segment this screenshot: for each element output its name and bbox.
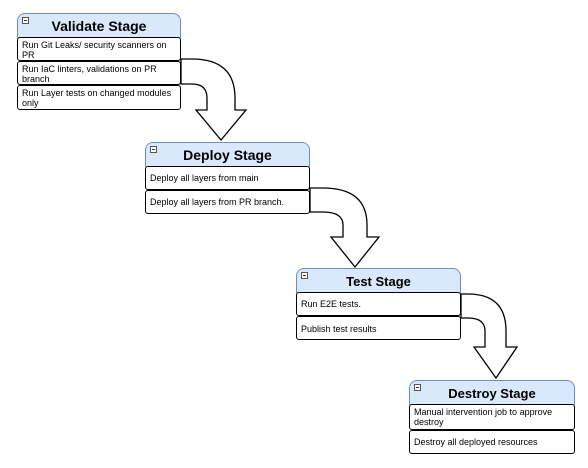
validate-item-iac-linters[interactable]: Run IaC linters, validations on PR branc… [17, 61, 181, 85]
curved-arrow-icon [180, 58, 250, 142]
deploy-stage-header[interactable]: Deploy Stage [145, 142, 310, 167]
deploy-item-main[interactable]: Deploy all layers from main [145, 166, 310, 190]
test-item-e2e[interactable]: Run E2E tests. [296, 292, 461, 316]
validate-stage-title: Validate Stage [51, 18, 147, 34]
collapse-icon[interactable] [150, 146, 157, 153]
test-stage-header[interactable]: Test Stage [296, 268, 461, 293]
collapse-icon[interactable] [22, 17, 29, 24]
validate-stage-header[interactable]: Validate Stage [17, 13, 181, 38]
destroy-stage-title: Destroy Stage [448, 386, 536, 401]
validate-item-layer-tests[interactable]: Run Layer tests on changed modules only [17, 85, 181, 110]
collapse-icon[interactable] [301, 272, 308, 279]
validate-stage: Validate Stage Run Git Leaks/ security s… [17, 13, 181, 111]
destroy-item-destroy-all[interactable]: Destroy all deployed resources [409, 430, 575, 454]
deploy-stage: Deploy Stage Deploy all layers from main… [145, 142, 310, 215]
test-item-publish[interactable]: Publish test results [296, 316, 461, 340]
deploy-item-pr-branch[interactable]: Deploy all layers from PR branch. [145, 190, 310, 214]
test-stage-title: Test Stage [346, 274, 411, 289]
deploy-stage-title: Deploy Stage [183, 147, 272, 163]
curved-arrow-icon [309, 187, 381, 269]
destroy-stage-header[interactable]: Destroy Stage [409, 380, 575, 405]
collapse-icon[interactable] [414, 384, 421, 391]
test-stage: Test Stage Run E2E tests. Publish test r… [296, 268, 461, 341]
curved-arrow-icon [460, 293, 520, 380]
validate-item-git-leaks[interactable]: Run Git Leaks/ security scanners on PR [17, 37, 181, 61]
destroy-item-manual-approve[interactable]: Manual intervention job to approve destr… [409, 404, 575, 430]
destroy-stage: Destroy Stage Manual intervention job to… [409, 380, 575, 454]
